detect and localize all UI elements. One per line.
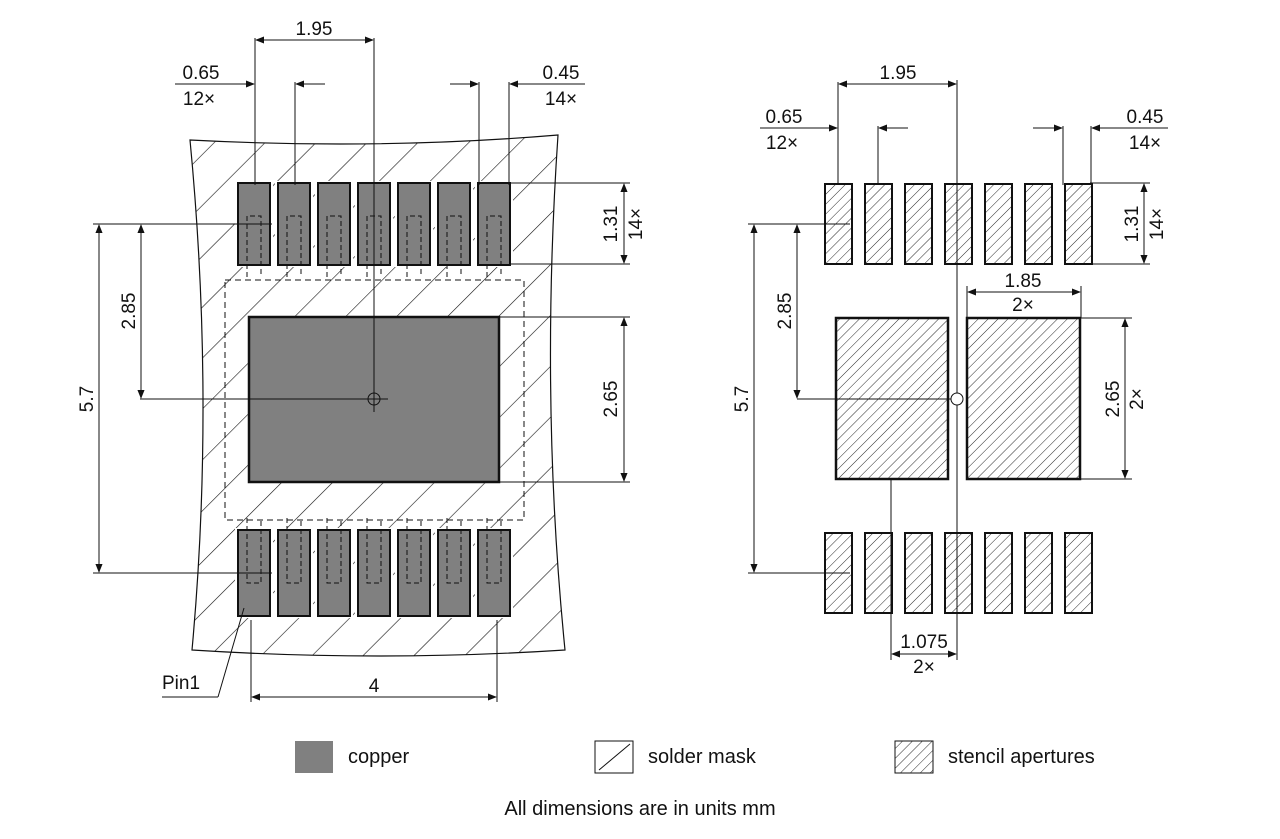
label-pad-length-count: 14× — [626, 208, 647, 240]
legend-swatch-copper — [295, 741, 333, 773]
label-row-center-offset: 2.85 — [775, 293, 796, 330]
right-dimension-labels: 1.95 0.65 12× 0.45 14× 1.31 14× 1.85 2× … — [732, 63, 1168, 678]
legend: copper solder mask stencil apertures — [295, 740, 1095, 774]
label-aperture-offset: 1.075 — [900, 632, 948, 653]
stencil-pad-aperture — [944, 183, 973, 265]
label-pitch: 0.65 — [766, 107, 803, 128]
stencil-pad-aperture — [984, 183, 1013, 265]
legend-label-solder-mask: solder mask — [648, 746, 757, 768]
label-pitch: 0.65 — [183, 63, 220, 84]
copper-pad — [437, 529, 471, 617]
bottom-stencil-row — [824, 532, 1093, 614]
left-dimensions — [93, 36, 630, 702]
stencil-pad-aperture — [1064, 532, 1093, 614]
stencil-pad-aperture — [1064, 183, 1093, 265]
label-aperture-width: 1.85 — [1005, 271, 1042, 292]
label-overall-width: 4 — [369, 676, 380, 697]
lead-outline — [446, 518, 462, 584]
copper-pad — [477, 182, 511, 266]
stencil-pad-aperture — [944, 532, 973, 614]
label-center-distance: 1.95 — [880, 63, 917, 84]
copper-pad — [477, 529, 511, 617]
label-pitch-count: 12× — [183, 89, 215, 110]
stencil-pad-aperture — [1024, 183, 1053, 265]
label-row-spacing: 5.7 — [732, 386, 753, 412]
copper-pad — [397, 182, 431, 266]
label-aperture-height-count: 2× — [1127, 388, 1148, 410]
stencil-pad-aperture — [864, 183, 893, 265]
lead-outline — [406, 518, 422, 584]
top-stencil-row — [824, 183, 1093, 265]
copper-pad — [397, 529, 431, 617]
copper-pad — [317, 182, 351, 266]
label-pad-length: 1.31 — [601, 206, 622, 243]
units-note: All dimensions are in units mm — [504, 798, 775, 820]
left-footprint-view — [140, 38, 566, 657]
legend-label-copper: copper — [348, 746, 409, 768]
label-pad-width: 0.45 — [543, 63, 580, 84]
label-aperture-height: 2.65 — [1103, 381, 1124, 418]
lead-outline — [486, 215, 502, 277]
lead-outline — [446, 215, 462, 277]
lead-outline — [246, 518, 262, 584]
lead-outline — [286, 518, 302, 584]
label-pitch-count: 12× — [766, 133, 798, 154]
bottom-pad-row — [235, 518, 513, 618]
lead-outline — [406, 215, 422, 277]
lead-outline — [366, 518, 382, 584]
label-exposed-pad-height: 2.65 — [601, 381, 622, 418]
label-center-distance: 1.95 — [296, 19, 333, 40]
label-pad-width: 0.45 — [1127, 107, 1164, 128]
copper-pad — [437, 182, 471, 266]
lead-outline — [326, 215, 342, 277]
label-pin1: Pin1 — [162, 673, 200, 694]
label-pad-length: 1.31 — [1122, 206, 1143, 243]
copper-pad — [357, 529, 391, 617]
right-dimensions — [748, 80, 1168, 658]
label-row-spacing: 5.7 — [77, 386, 98, 412]
center-mark — [950, 392, 964, 406]
center-mark — [367, 392, 381, 406]
copper-pad — [277, 182, 311, 266]
label-row-center-offset: 2.85 — [119, 293, 140, 330]
copper-pad — [277, 529, 311, 617]
lead-outline — [326, 518, 342, 584]
legend-label-stencil: stencil apertures — [948, 746, 1095, 768]
left-dimension-labels: 1.95 0.65 12× 0.45 14× 1.31 14× 2.85 5.7… — [77, 19, 647, 697]
stencil-pad-aperture — [1024, 532, 1053, 614]
stencil-pad-aperture — [984, 532, 1013, 614]
label-aperture-width-count: 2× — [1012, 295, 1034, 316]
stencil-pad-aperture — [864, 532, 893, 614]
stencil-aperture-right — [965, 316, 1082, 481]
right-stencil-view — [797, 80, 1093, 660]
lead-outline — [486, 518, 502, 584]
lead-outline — [246, 215, 262, 277]
label-pad-length-count: 14× — [1147, 208, 1168, 240]
stencil-pad-aperture — [904, 532, 933, 614]
legend-swatch-stencil — [894, 740, 934, 774]
copper-pad — [317, 529, 351, 617]
stencil-pad-aperture — [904, 183, 933, 265]
label-pad-count: 14× — [545, 89, 577, 110]
label-aperture-offset-count: 2× — [913, 657, 935, 678]
label-pad-count: 14× — [1129, 133, 1161, 154]
lead-outline — [286, 215, 302, 277]
